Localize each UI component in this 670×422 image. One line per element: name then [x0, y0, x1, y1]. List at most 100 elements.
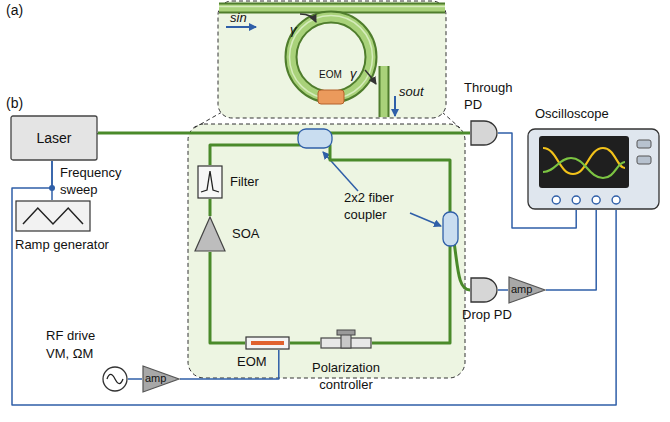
optical-fiber	[290, 342, 320, 345]
drop-fiber	[454, 242, 470, 290]
rf-source: RF driveVM, ΩM	[102, 366, 128, 392]
scope-port	[612, 196, 620, 204]
drop-waveguide	[384, 66, 385, 117]
annotation-label: γ	[350, 66, 357, 83]
amplifier-symbol	[195, 217, 225, 251]
node-label: amp	[511, 282, 532, 296]
eom-section	[318, 90, 344, 104]
node-label: EOM	[237, 354, 267, 371]
modulator-body	[246, 337, 289, 349]
bus-waveguide	[219, 7, 445, 9]
coupling-arrow	[300, 14, 316, 22]
optical-fiber	[210, 252, 245, 343]
amplifier-triangle: amp	[142, 365, 180, 393]
node-label: SOA	[232, 226, 259, 243]
input-arrow	[226, 26, 256, 28]
annotation-label: (a)	[6, 1, 23, 19]
leader-line	[323, 152, 358, 191]
ramp-generator-box-shape	[15, 200, 91, 232]
sine-symbol	[107, 374, 123, 383]
electrical-wire	[128, 378, 142, 380]
node-label: Laser	[36, 129, 71, 147]
node-label: Ramp generator	[15, 237, 109, 254]
node-label: amp	[145, 371, 166, 385]
annotation-label: sin	[230, 10, 247, 27]
polarization-controller-shape	[320, 330, 372, 356]
zoom-line	[194, 112, 222, 128]
node-label: Polarization controller	[304, 360, 388, 394]
controller-knob	[337, 330, 355, 335]
soa-symbol-shape	[194, 216, 226, 252]
oscilloscope: Oscilloscope	[527, 128, 660, 210]
rf-source-symbol	[103, 367, 127, 391]
drop-photodiode-shape	[470, 277, 498, 303]
amplifier-triangle: amp	[508, 276, 546, 304]
scope-knob	[637, 156, 651, 164]
annotation-label: Frequency sweep	[60, 165, 132, 199]
eom-box: EOM	[245, 336, 290, 350]
filter-box-shape	[197, 165, 223, 199]
filter-body	[198, 166, 222, 198]
node-label: Drop PD	[462, 307, 512, 324]
scope-port	[552, 196, 560, 204]
filter-box: Filter	[197, 165, 223, 199]
drop-photodiode: Drop PD	[470, 277, 498, 303]
laser-box: Laser	[10, 115, 98, 161]
eom-box-shape	[245, 336, 290, 350]
scope-knob	[637, 140, 651, 148]
annotation-label: (b)	[6, 94, 23, 112]
node-label: Through PD	[464, 80, 520, 114]
scope-screen	[539, 136, 629, 188]
zoom-line	[442, 112, 460, 128]
generator-body	[16, 201, 90, 231]
node-label: Oscilloscope	[535, 106, 609, 123]
node-label: RF drive	[46, 328, 95, 345]
annotation-label: sout	[399, 84, 424, 101]
electrical-wire	[180, 350, 279, 379]
electrode	[251, 341, 284, 345]
optical-fiber	[210, 145, 450, 343]
rf-source-shape	[102, 366, 128, 392]
laser-body	[11, 116, 97, 160]
polarization-controller: Polarization controller	[320, 330, 372, 356]
electrical-wire	[546, 210, 596, 290]
annotation-label: EOM	[319, 68, 342, 81]
ring-resonator	[290, 16, 373, 105]
optical-fiber	[98, 131, 470, 134]
node-label: VM, ΩM	[46, 346, 93, 363]
ramp-symbol	[23, 208, 83, 224]
electrical-wire	[12, 161, 616, 405]
fiber-coupler	[298, 129, 332, 148]
optical-fiber	[209, 199, 212, 216]
amplifier-symbol	[509, 277, 545, 303]
coupling-arrow	[365, 70, 376, 84]
node-label: Filter	[230, 174, 259, 191]
annotation-label: 2x2 fiber coupler	[344, 190, 410, 224]
through-photodiode: Through PD	[470, 120, 498, 146]
setup-region	[188, 124, 465, 378]
scope-trace	[543, 158, 625, 178]
scope-port	[572, 196, 580, 204]
scope-port	[592, 196, 600, 204]
ramp-generator-box: Ramp generator	[15, 200, 91, 232]
junction-dot	[49, 185, 55, 191]
scope-body	[528, 129, 659, 209]
filter-symbol	[201, 171, 219, 192]
soa-symbol: SOA	[194, 216, 226, 252]
photodiode-symbol	[471, 121, 497, 145]
scope-trace	[543, 148, 625, 174]
annotation-label: γ	[290, 22, 297, 39]
fiber-coupler	[443, 212, 458, 246]
ring-inset	[218, 1, 446, 118]
through-photodiode-shape	[470, 120, 498, 146]
oscilloscope-shape	[527, 128, 660, 210]
output-arrow	[394, 96, 396, 116]
leader-line	[410, 213, 441, 226]
amplifier-symbol	[143, 366, 179, 392]
photodiode-symbol	[471, 278, 497, 302]
electrical-wire	[498, 289, 508, 291]
